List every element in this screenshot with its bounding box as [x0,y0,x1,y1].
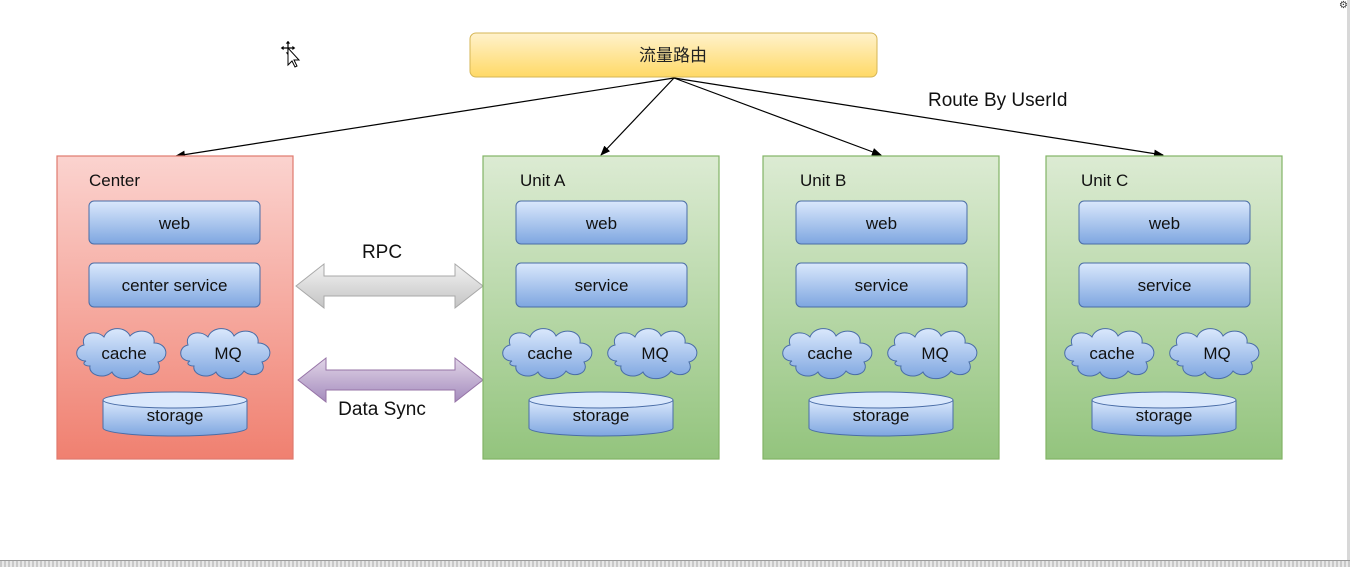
unit-c-title: Unit C [1081,171,1128,190]
unit-a-storage-label: storage [573,406,630,425]
unit-a-storage-cylinder: storage [528,391,674,437]
unit-b-storage-label: storage [853,406,910,425]
center-web-node: web [88,200,261,245]
unit-b-web-node: web [795,200,968,245]
unit-b-mq-cloud: MQ [887,328,978,380]
route-label: Route By UserId [928,90,1067,111]
unit-a-web-node: web [515,200,688,245]
unit-c-region: Unit C web service cache MQ storage [1045,155,1283,460]
unit-a-title: Unit A [520,171,566,190]
unit-a-mq-cloud: MQ [607,328,698,380]
rpc-label: RPC [362,242,402,263]
route-arrows [175,77,1164,159]
center-mq-cloud: MQ [180,328,271,380]
center-title: Center [89,171,140,190]
route-arrow-unit-b [673,77,882,156]
center-web-label: web [158,214,190,233]
center-service-node: center service [88,262,261,308]
unit-b-storage-cylinder: storage [808,391,954,437]
unit-c-cache-cloud: cache [1064,328,1155,380]
unit-b-cache-cloud: cache [782,328,873,380]
rpc-arrow [295,262,484,310]
unit-b-service-label: service [855,276,909,295]
unit-c-cache-label: cache [1089,344,1134,363]
traffic-router-label: 流量路由 [639,46,707,66]
center-service-label: center service [122,276,228,295]
center-cache-label: cache [101,344,146,363]
unit-b-cache-label: cache [807,344,852,363]
center-region: Center web center service cache MQ stora… [56,155,294,460]
unit-a-web-label: web [585,214,617,233]
corner-resize-icon[interactable]: ⚙ [1339,0,1348,11]
unit-c-web-node: web [1078,200,1251,245]
unit-a-cache-cloud: cache [502,328,593,380]
unit-a-service-node: service [515,262,688,308]
unit-b-region: Unit B web service cache MQ storage [762,155,1000,460]
data-sync-arrow [297,356,484,404]
traffic-router: 流量路由 [469,32,878,78]
unit-a-mq-label: MQ [641,344,668,363]
unit-c-service-label: service [1138,276,1192,295]
center-mq-label: MQ [214,344,241,363]
unit-b-service-node: service [795,262,968,308]
unit-a-region: Unit A web service cache MQ storage [482,155,720,460]
data-sync-label: Data Sync [338,399,426,420]
unit-a-service-label: service [575,276,629,295]
window-right-edge [1347,0,1350,567]
route-arrow-center [175,77,675,159]
unit-c-mq-cloud: MQ [1169,328,1260,380]
center-storage-label: storage [147,406,204,425]
unit-a-cache-label: cache [527,344,572,363]
unit-c-service-node: service [1078,262,1251,308]
unit-c-storage-cylinder: storage [1091,391,1237,437]
unit-b-mq-label: MQ [921,344,948,363]
center-cache-cloud: cache [76,328,167,380]
unit-c-storage-label: storage [1136,406,1193,425]
unit-c-web-label: web [1148,214,1180,233]
route-arrow-unit-a [600,77,675,156]
unit-c-mq-label: MQ [1203,344,1230,363]
unit-b-title: Unit B [800,171,846,190]
route-arrow-unit-c [673,77,1164,158]
unit-b-web-label: web [865,214,897,233]
center-storage-cylinder: storage [102,391,248,437]
move-cursor-icon [279,39,301,68]
window-bottom-border [0,560,1350,567]
